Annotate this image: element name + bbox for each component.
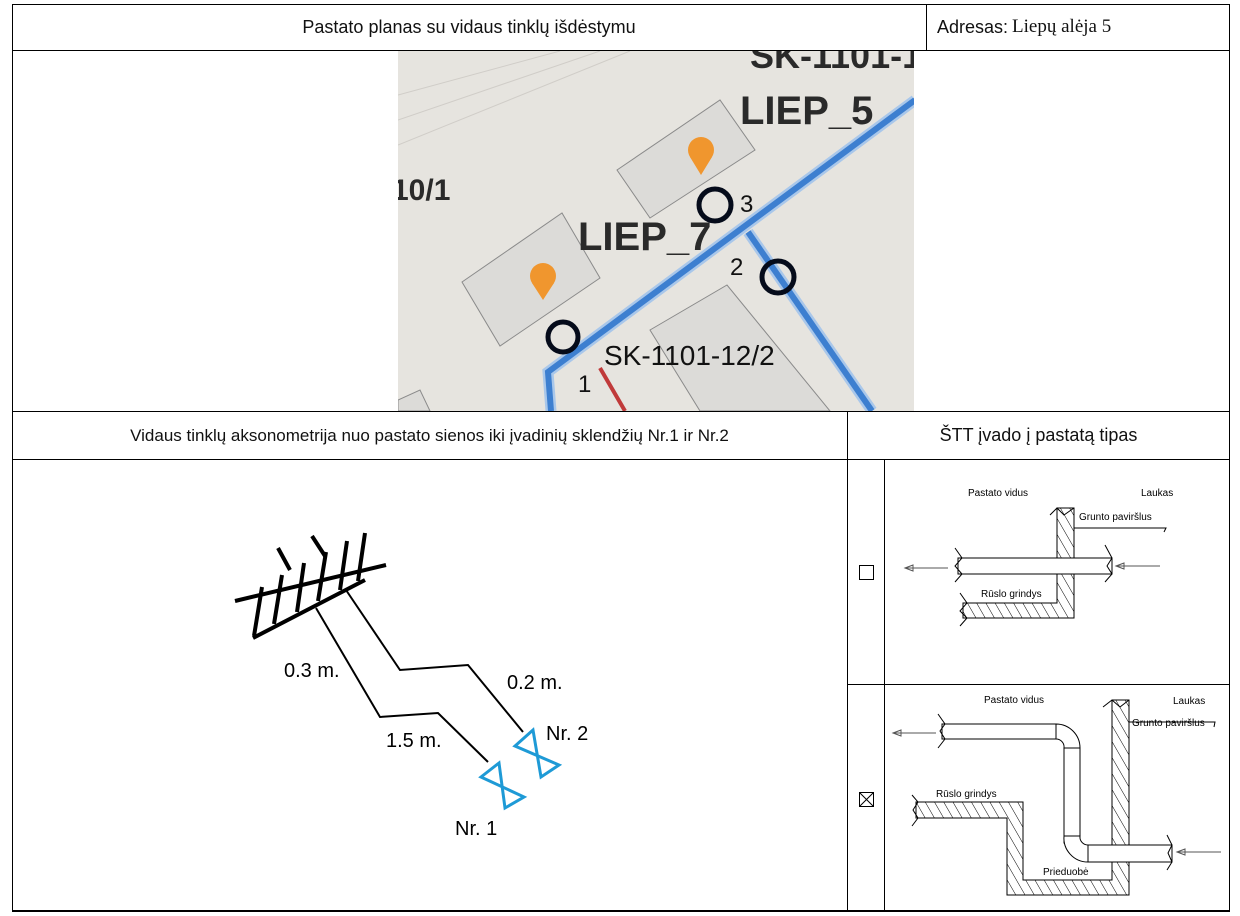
divider <box>12 50 1230 51</box>
pipe <box>544 97 914 411</box>
entry-type-2-diagram <box>891 699 1221 896</box>
ground-label: Grunto paviršlus <box>1132 718 1205 729</box>
point-label: 1 <box>578 371 591 398</box>
address-label: Adresas: <box>937 16 1009 37</box>
valve-2-icon <box>512 727 563 780</box>
pin-icon <box>688 137 714 175</box>
divider <box>12 411 1230 412</box>
map-label: SK-1101-1 <box>750 51 914 76</box>
valve-1-icon <box>478 760 528 811</box>
divider <box>884 459 885 911</box>
point-1-circle <box>545 319 581 355</box>
point-2-circle <box>759 258 797 296</box>
axonometry-header: Vidaus tinklų aksonometrija nuo pastato … <box>130 425 729 445</box>
entry-type-2-checkbox[interactable] <box>859 792 874 807</box>
axonometry-drawing: 0.3 m. 1.5 m. 0.2 m. Nr. 1 Nr. 2 <box>234 532 588 840</box>
checkmark-x-icon <box>859 792 874 807</box>
map-label-liep7: LIEP_7 <box>578 215 711 259</box>
table-border-left <box>12 4 13 912</box>
table-border-bottom <box>12 910 1230 912</box>
outside-label: Laukas <box>1173 696 1205 707</box>
pit-label: Prieduobė <box>1043 867 1089 878</box>
outside-label: Laukas <box>1141 488 1173 499</box>
point-3-circle <box>696 186 734 224</box>
page-title: Pastato planas su vidaus tinklų išdėstym… <box>302 16 636 37</box>
floor-label: Rūslo grindys <box>981 589 1042 600</box>
divider <box>926 4 927 50</box>
entry-type-diagrams: Pastato vidus Laukas Grunto paviršlus Rū… <box>891 488 1221 896</box>
pipe-lines <box>315 589 524 763</box>
valve-2-label: Nr. 2 <box>546 723 588 745</box>
entry-type-1-checkbox[interactable] <box>859 565 874 580</box>
table-border-right <box>1229 4 1230 912</box>
entry-type-header: ŠTT įvado į pastatą tipas <box>939 425 1138 445</box>
dim-label: 1.5 m. <box>386 730 442 752</box>
dim-label: 0.2 m. <box>507 672 563 694</box>
ground-label: Grunto paviršlus <box>1079 512 1152 523</box>
floor-label: Rūslo grindys <box>936 789 997 800</box>
valve-1-label: Nr. 1 <box>455 818 497 840</box>
table-border-top <box>12 4 1230 5</box>
building-liep5 <box>616 99 756 219</box>
map-label-liep5: LIEP_5 <box>740 89 873 133</box>
address: Adresas: Liepų alėja 5 <box>927 4 1229 50</box>
entry-type-1-diagram <box>903 507 1167 627</box>
site-plan-map: SK-1101-1 LIEP_5 LIEP_7 10/1 SK-1101-12/… <box>398 51 914 411</box>
point-label: 2 <box>730 254 743 281</box>
map-label: 10/1 <box>398 174 450 207</box>
inside-label: Pastato vidus <box>968 488 1028 499</box>
divider <box>12 459 1230 460</box>
point-label: 3 <box>740 191 753 218</box>
building <box>398 389 431 411</box>
address-value: Liepų alėja 5 <box>1012 16 1112 37</box>
divider <box>847 411 848 911</box>
wall-hatch <box>234 532 387 640</box>
dim-label: 0.3 m. <box>284 660 340 682</box>
map-label-manhole: SK-1101-12/2 <box>604 340 775 371</box>
pin-icon <box>530 263 556 300</box>
inside-label: Pastato vidus <box>984 695 1044 706</box>
divider <box>847 684 1230 685</box>
building <box>649 284 831 411</box>
